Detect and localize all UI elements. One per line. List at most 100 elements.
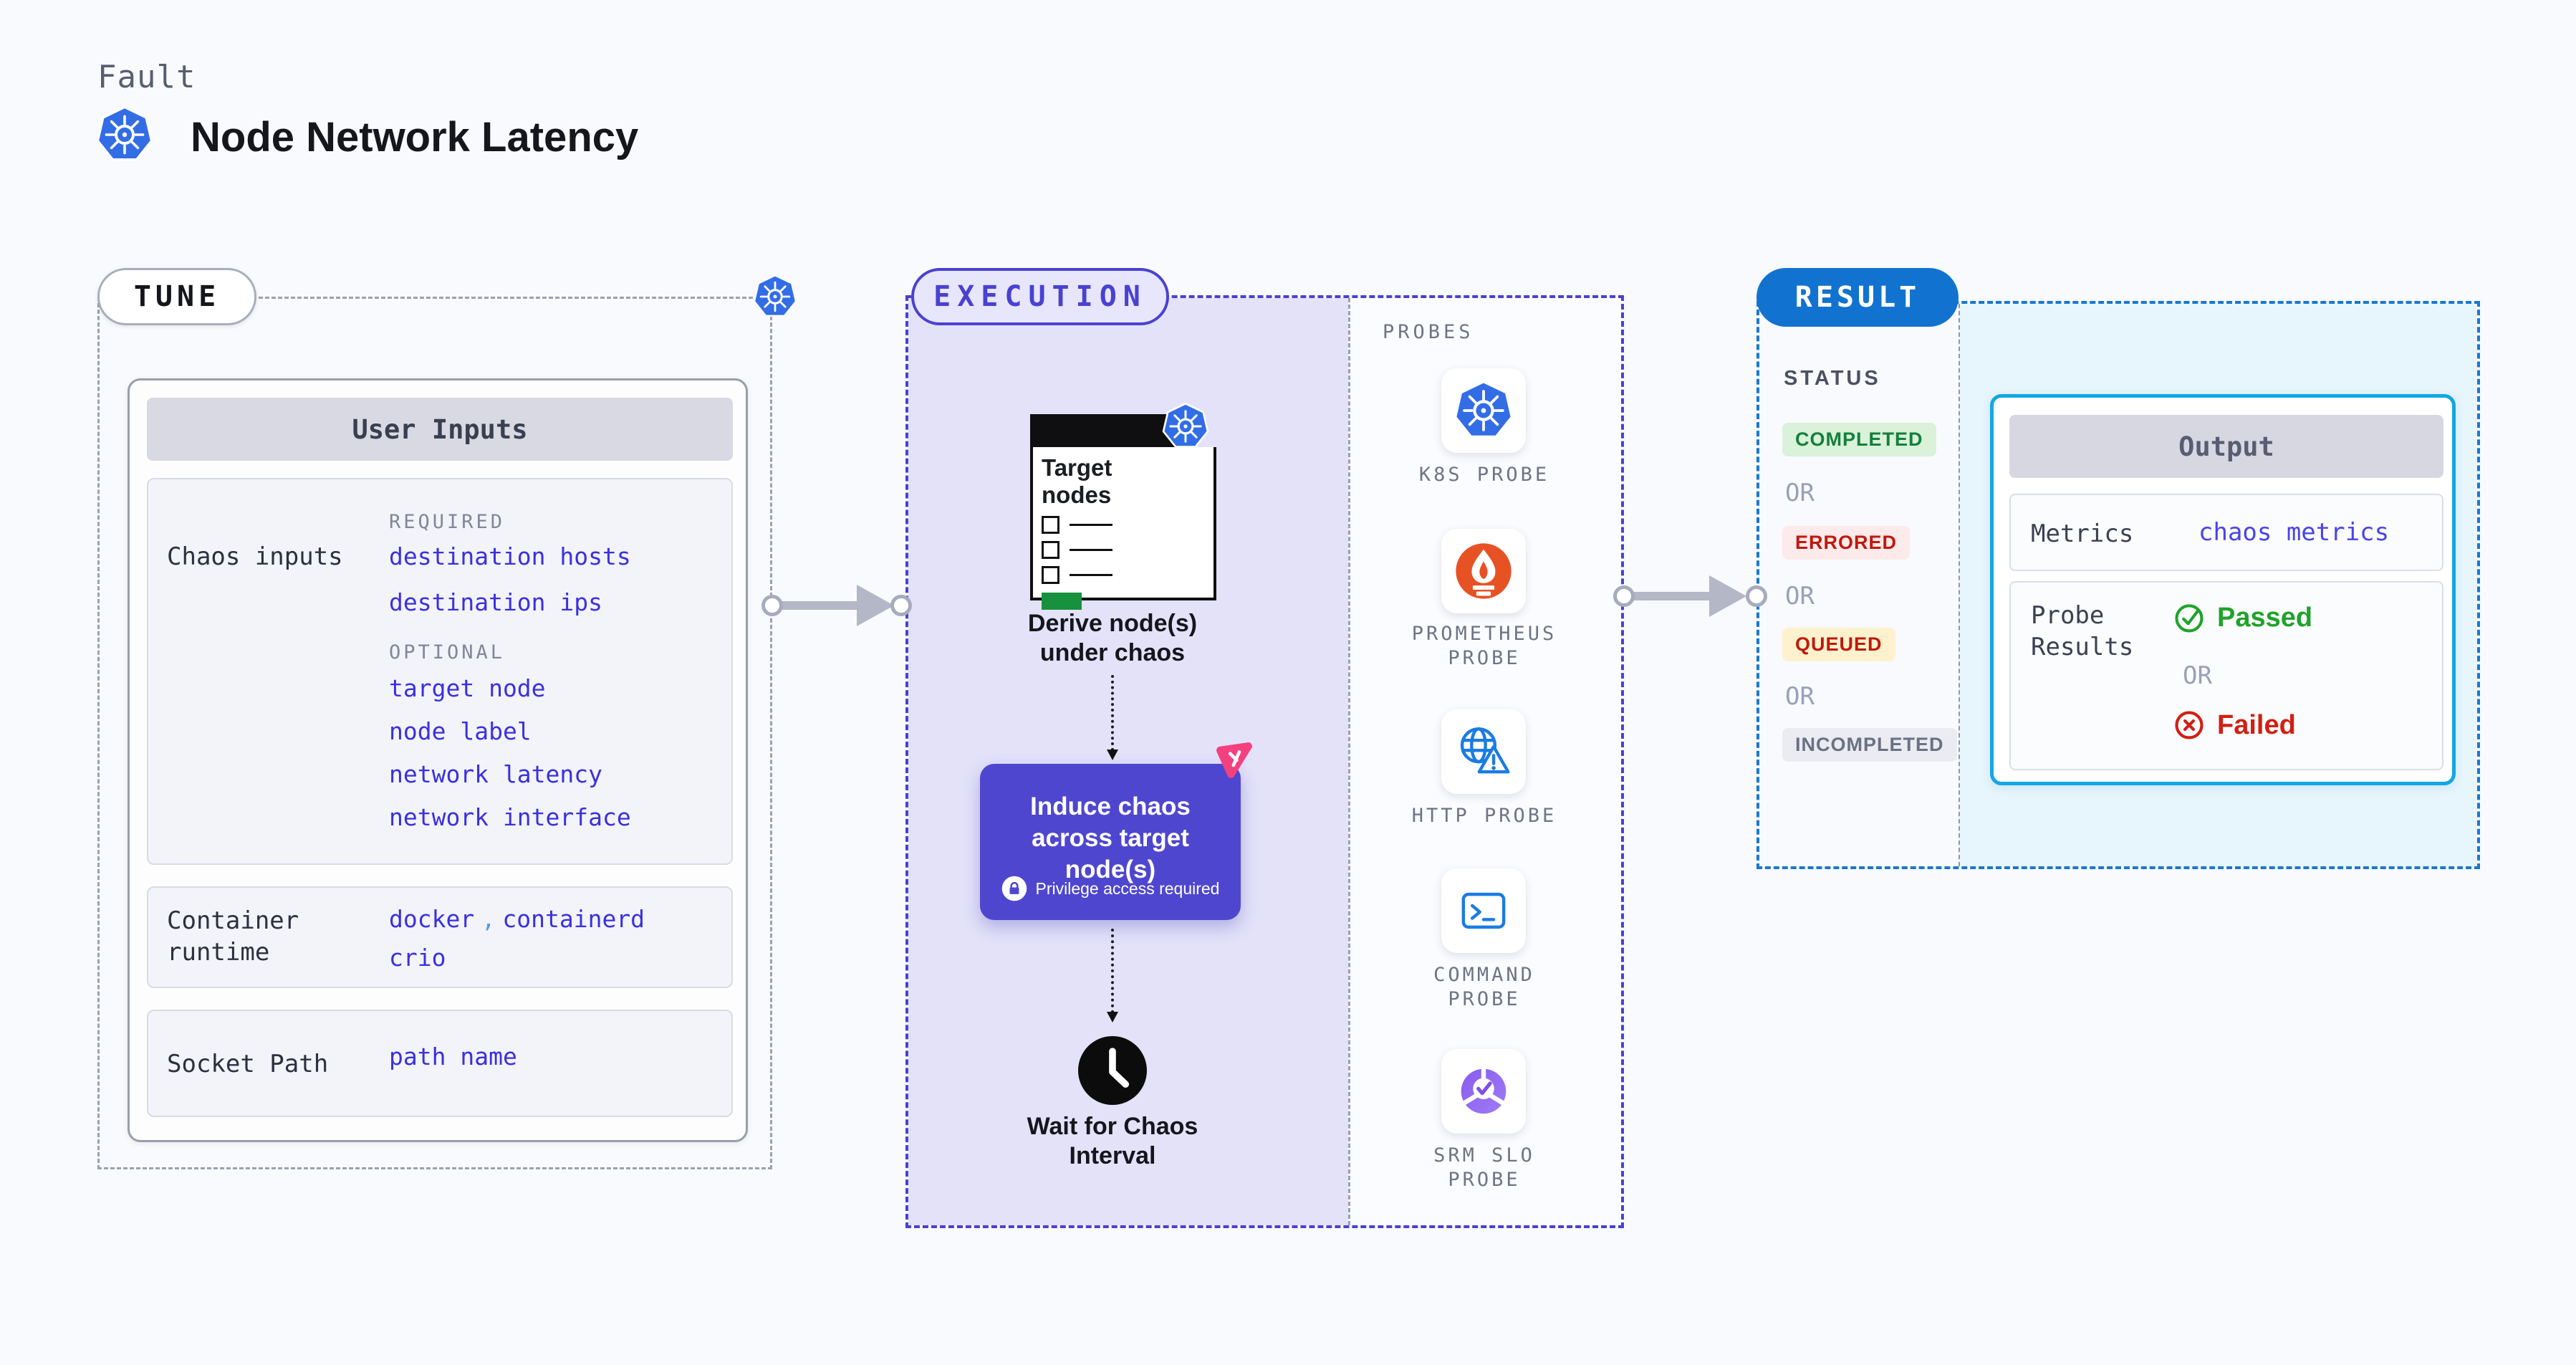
privilege-label: Privilege access required bbox=[1035, 878, 1220, 898]
terminal-icon bbox=[1452, 879, 1515, 942]
output-box: Output Metrics chaos metrics Probe Resul… bbox=[1990, 394, 2456, 785]
probe-card-prometheus bbox=[1441, 529, 1526, 613]
checkbox-icon bbox=[1042, 516, 1059, 534]
input-destination-hosts[interactable]: destination hosts bbox=[389, 542, 631, 570]
input-network-latency[interactable]: network latency bbox=[389, 760, 603, 788]
chaos-inputs-label: Chaos inputs bbox=[167, 542, 343, 571]
chaos-inputs-row: Chaos inputs REQUIRED destination hosts … bbox=[147, 478, 733, 865]
or-label: OR bbox=[1785, 682, 1815, 711]
failed-label: Failed bbox=[2217, 709, 2296, 740]
container-runtime-row: Container runtime docker , containerd cr… bbox=[147, 886, 733, 988]
tune-output-port bbox=[761, 595, 783, 616]
induce-chaos-label: Induce chaos across target node(s) bbox=[1030, 792, 1191, 883]
node-row bbox=[1042, 566, 1205, 584]
failed-row: Failed bbox=[2173, 709, 2296, 742]
runtime-docker[interactable]: docker bbox=[389, 905, 475, 933]
globe-warning-icon bbox=[1452, 720, 1515, 783]
slo-donut-check-icon bbox=[1451, 1058, 1517, 1124]
node-row bbox=[1042, 516, 1205, 534]
container-runtime-label: Container runtime bbox=[167, 906, 299, 967]
input-destination-ips[interactable]: destination ips bbox=[389, 588, 603, 616]
or-label: OR bbox=[1785, 479, 1815, 507]
status-badge-errored: ERRORED bbox=[1782, 526, 1911, 560]
execution-output-port bbox=[1613, 585, 1635, 607]
runtime-crio[interactable]: crio bbox=[389, 944, 446, 972]
socket-path-row: Socket Path path name bbox=[147, 1010, 733, 1117]
passed-label: Passed bbox=[2217, 602, 2313, 633]
status-heading: STATUS bbox=[1784, 367, 1881, 390]
required-caption: REQUIRED bbox=[389, 511, 506, 533]
privilege-note: Privilege access required bbox=[980, 876, 1241, 901]
kubernetes-icon bbox=[1162, 403, 1209, 450]
execution-badge: EXECUTION bbox=[911, 268, 1169, 325]
execution-input-port bbox=[890, 595, 912, 616]
flow-connector bbox=[1111, 929, 1114, 1013]
output-header: Output bbox=[2009, 415, 2443, 478]
user-inputs-card: User Inputs Chaos inputs REQUIRED destin… bbox=[128, 378, 748, 1142]
container-runtime-values: docker , containerd bbox=[389, 905, 645, 933]
status-badge-queued: QUEUED bbox=[1782, 628, 1895, 661]
result-badge-label: RESULT bbox=[1794, 281, 1921, 314]
derive-nodes-label: Derive node(s) under chaos bbox=[1027, 610, 1198, 666]
checkbox-icon bbox=[1042, 541, 1059, 559]
status-badge-incompleted: INCOMPLETED bbox=[1782, 728, 1957, 762]
tune-badge-label: TUNE bbox=[133, 280, 221, 313]
tune-to-execution-arrow bbox=[772, 601, 862, 610]
runtime-containerd[interactable]: containerd bbox=[502, 905, 645, 933]
flow-arrowhead bbox=[1107, 749, 1118, 760]
lock-icon bbox=[1001, 876, 1027, 901]
tune-to-execution-arrowhead bbox=[857, 585, 894, 626]
probes-separator bbox=[1348, 298, 1350, 1225]
flow-arrowhead bbox=[1107, 1012, 1118, 1022]
probe-results-label: Probe Results bbox=[2031, 601, 2134, 661]
input-network-interface[interactable]: network interface bbox=[389, 803, 631, 831]
or-label: OR bbox=[1785, 582, 1815, 610]
result-badge: RESULT bbox=[1756, 268, 1959, 327]
input-target-node[interactable]: target node bbox=[389, 674, 546, 702]
output-title: Output bbox=[2178, 431, 2274, 462]
probe-label-prometheus: PROMETHEUS PROBE bbox=[1411, 623, 1557, 669]
socket-path-label: Socket Path bbox=[167, 1050, 329, 1078]
x-circle-icon bbox=[2173, 709, 2206, 742]
node-line bbox=[1070, 574, 1112, 576]
induce-chaos-box: Induce chaos across target node(s) Privi… bbox=[980, 764, 1241, 920]
checkbox-icon bbox=[1042, 566, 1059, 584]
metrics-label: Metrics bbox=[2031, 519, 2134, 548]
execution-to-result-arrow bbox=[1624, 592, 1716, 600]
socket-path-value[interactable]: path name bbox=[389, 1043, 517, 1071]
target-nodes-label: Target nodes bbox=[1042, 454, 1112, 508]
probe-card-srm-slo bbox=[1441, 1049, 1526, 1134]
tune-section bbox=[97, 297, 772, 1169]
input-node-label[interactable]: node label bbox=[389, 717, 532, 745]
passed-row: Passed bbox=[2173, 601, 2312, 634]
probes-heading: PROBES bbox=[1383, 321, 1474, 343]
node-line bbox=[1070, 549, 1112, 551]
check-circle-icon bbox=[2173, 601, 2206, 634]
probe-results-row: Probe Results Passed OR Failed bbox=[2009, 581, 2443, 770]
metrics-value[interactable]: chaos metrics bbox=[2198, 518, 2390, 547]
user-inputs-title: User Inputs bbox=[352, 413, 528, 445]
flow-connector bbox=[1111, 675, 1114, 751]
node-line bbox=[1070, 524, 1112, 526]
probe-label-srm-slo: SRM SLO PROBE bbox=[1433, 1144, 1535, 1191]
probe-label-k8s: K8S PROBE bbox=[1418, 464, 1550, 486]
probe-card-command bbox=[1441, 868, 1526, 953]
clock-icon bbox=[1078, 1036, 1147, 1105]
probe-label-http: HTTP PROBE bbox=[1411, 805, 1557, 827]
metrics-row: Metrics chaos metrics bbox=[2009, 494, 2443, 571]
node-row bbox=[1042, 541, 1205, 559]
user-inputs-header: User Inputs bbox=[147, 398, 733, 461]
runtime-comma: , bbox=[481, 905, 496, 933]
kubernetes-icon bbox=[753, 274, 797, 319]
kubernetes-icon bbox=[96, 106, 153, 163]
fault-kicker: Fault bbox=[97, 59, 196, 95]
optional-caption: OPTIONAL bbox=[389, 641, 506, 664]
or-label: OR bbox=[2183, 661, 2212, 690]
status-badge-completed: COMPLETED bbox=[1782, 423, 1936, 456]
probe-card-k8s bbox=[1441, 368, 1526, 453]
execution-to-result-arrowhead bbox=[1709, 575, 1746, 617]
tune-badge: TUNE bbox=[97, 268, 256, 325]
result-input-port bbox=[1746, 585, 1767, 607]
target-nodes-body: Target nodes bbox=[1030, 447, 1216, 610]
